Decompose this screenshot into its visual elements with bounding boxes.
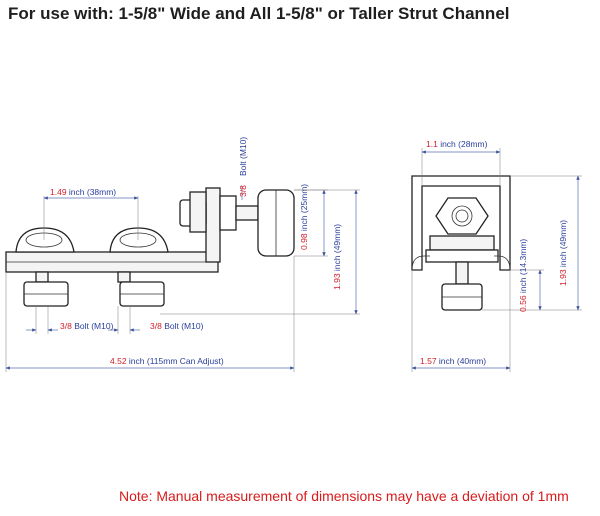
wheel-left: [15, 227, 75, 253]
dim-1-57-unit: inch (40mm): [437, 356, 487, 366]
end-hex-nut: [435, 197, 489, 235]
dim-1-57-value: 1.57: [420, 356, 437, 366]
top-nut-inner: [219, 195, 237, 231]
dim-0-56-unit: inch (14.3mm): [518, 239, 528, 296]
top-bolt-value: 3/8: [238, 185, 248, 197]
svg-text:1.49 inch (38mm): 1.49 inch (38mm): [50, 187, 116, 197]
page-title: For use with: 1-5/8" Wide and All 1-5/8"…: [8, 4, 510, 23]
dim-4-52-value: 4.52: [110, 356, 127, 366]
footer-note: Note: Manual measurement of dimensions m…: [119, 488, 569, 504]
dim-0-98-value: 0.98: [299, 233, 309, 250]
dim-1-93-side-unit: inch (49mm): [332, 224, 342, 274]
svg-text:0.98 inch (25mm): 0.98 inch (25mm): [299, 184, 309, 250]
bolt-right-unit: Bolt (M10): [162, 321, 204, 331]
dim-1-49-value: 1.49: [50, 187, 67, 197]
upright-bracket: [205, 187, 221, 263]
dim-0-56-value: 0.56: [518, 295, 528, 312]
svg-text:1.93 inch (49mm): 1.93 inch (49mm): [332, 224, 342, 290]
dim-1-1-value: 1.1: [426, 139, 438, 149]
dim-4-52-unit: inch (115mm Can Adjust): [127, 356, 224, 366]
bolt-left-unit: Bolt (M10): [72, 321, 114, 331]
svg-text:3/8: 3/8: [238, 185, 248, 197]
svg-text:0.56 inch (14.3mm): 0.56 inch (14.3mm): [518, 239, 528, 312]
top-bolt-unit: Bolt (M10): [238, 137, 248, 176]
end-view: 1.1 inch (28mm) 1.93 inch (49mm) 0.56 in…: [411, 139, 582, 372]
svg-text:1.93 inch (49mm): 1.93 inch (49mm): [558, 220, 568, 286]
bolt-left-value: 3/8: [60, 321, 72, 331]
svg-text:1.1 inch (28mm): 1.1 inch (28mm): [426, 139, 488, 149]
svg-text:3/8 Bolt (M10): 3/8 Bolt (M10): [60, 321, 114, 331]
dim-1-93-end-unit: inch (49mm): [558, 220, 568, 270]
svg-text:4.52 inch (115mm Can Adjust): 4.52 inch (115mm Can Adjust): [110, 356, 224, 366]
dim-1-93-side-value: 1.93: [332, 273, 342, 290]
dim-0-98-unit: inch (25mm): [299, 184, 309, 234]
bolt-right-value: 3/8: [150, 321, 162, 331]
dim-1-93-end-value: 1.93: [558, 269, 568, 286]
side-view: 1.49 inch (38mm) 3/8 Bolt (M10) 0.98 inc…: [5, 137, 360, 372]
svg-text:3/8 Bolt (M10): 3/8 Bolt (M10): [150, 321, 204, 331]
dim-1-1-unit: inch (28mm): [438, 139, 488, 149]
dim-1-49-unit: inch (38mm): [67, 187, 117, 197]
svg-text:Bolt (M10): Bolt (M10): [238, 137, 248, 176]
wheel-right: [109, 227, 169, 253]
svg-text:1.57 inch (40mm): 1.57 inch (40mm): [420, 356, 486, 366]
